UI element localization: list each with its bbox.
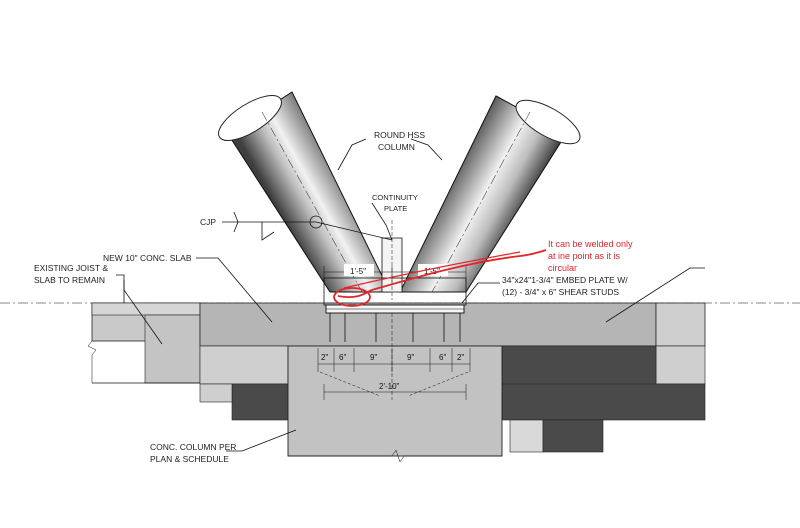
dim-left-top: 1'-5": [350, 267, 366, 276]
dim-overall: 2'-10": [379, 382, 400, 391]
concrete-column: [287, 345, 503, 463]
label-conc-col-1: CONC. COLUMN PER: [150, 442, 236, 452]
dim-9in-right: 9": [407, 353, 414, 362]
label-continuity-1: CONTINUITY: [372, 193, 418, 202]
label-embed-2: (12) - 3/4" x 6" SHEAR STUDS: [502, 287, 619, 297]
label-embed-1: 34"x24"1-3/4" EMBED PLATE W/: [502, 275, 628, 285]
left-round-hss-column: [218, 91, 391, 293]
dark-beams: [199, 345, 706, 453]
dim-2in-right: 2": [457, 353, 464, 362]
label-existing-2: SLAB TO REMAIN: [34, 275, 105, 285]
label-conc-col-2: PLAN & SCHEDULE: [150, 454, 229, 464]
dim-6in-right: 6": [439, 353, 446, 362]
label-continuity-2: PLATE: [384, 204, 407, 213]
label-round-hss-2: COLUMN: [378, 142, 415, 152]
continuity-plate: [381, 220, 403, 300]
right-round-hss-column: [399, 95, 581, 293]
annotation-line-2: at ine point as it is: [548, 251, 621, 261]
label-existing-1: EXISTING JOIST &: [34, 263, 108, 273]
dim-right-top: 1'-5": [424, 267, 440, 276]
embed-plate: [323, 277, 467, 314]
dim-2in-left: 2": [321, 353, 328, 362]
existing-slab: [0, 302, 800, 384]
dim-6in-left: 6": [339, 353, 346, 362]
red-markup: [333, 249, 547, 307]
dim-9in-left: 9": [370, 353, 377, 362]
label-round-hss-1: ROUND HSS: [374, 130, 425, 140]
label-leaders: [116, 138, 705, 452]
label-new-slab: NEW 10" CONC. SLAB: [103, 253, 192, 263]
annotation-line-3: circular: [548, 263, 577, 273]
annotation-line-1: It can be welded only: [548, 239, 633, 249]
label-cjp: CJP: [200, 217, 216, 227]
